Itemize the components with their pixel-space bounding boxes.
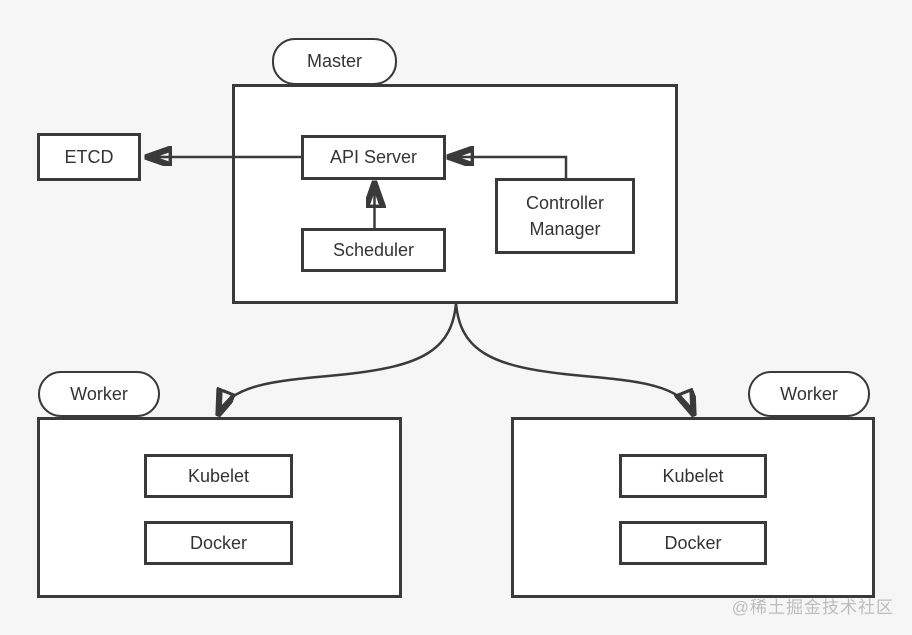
- worker-left-box: [37, 417, 402, 598]
- kubelet-right-node: Kubelet: [619, 454, 767, 498]
- docker-right-label: Docker: [664, 532, 722, 553]
- worker-right-label-pill: Worker: [748, 371, 870, 417]
- api-server-label: API Server: [329, 147, 418, 168]
- master-label-pill: Master: [272, 38, 397, 85]
- worker-right-label: Worker: [780, 383, 838, 404]
- docker-right-node: Docker: [619, 521, 767, 565]
- worker-left-label-pill: Worker: [38, 371, 160, 417]
- arrow-master-to-worker-right: [454, 302, 693, 413]
- kubelet-right-label: Kubelet: [662, 465, 724, 486]
- master-label: Master: [306, 51, 362, 72]
- docker-left-node: Docker: [144, 521, 293, 565]
- watermark-text: @稀土掘金技术社区: [731, 598, 894, 617]
- worker-right-box: [511, 417, 875, 598]
- kubelet-left-node: Kubelet: [144, 454, 293, 498]
- controller-manager-node: Controller Manager: [495, 178, 635, 254]
- scheduler-node: Scheduler: [301, 228, 446, 272]
- etcd-label: ETCD: [64, 146, 114, 167]
- arrow-master-to-worker-left: [219, 302, 458, 413]
- api-server-node: API Server: [301, 135, 446, 180]
- worker-left-label: Worker: [70, 383, 128, 404]
- controller-manager-label: Controller Manager: [525, 192, 605, 239]
- docker-left-label: Docker: [189, 532, 247, 553]
- kubelet-left-label: Kubelet: [187, 465, 250, 486]
- scheduler-label: Scheduler: [332, 239, 415, 260]
- etcd-node: ETCD: [37, 133, 141, 181]
